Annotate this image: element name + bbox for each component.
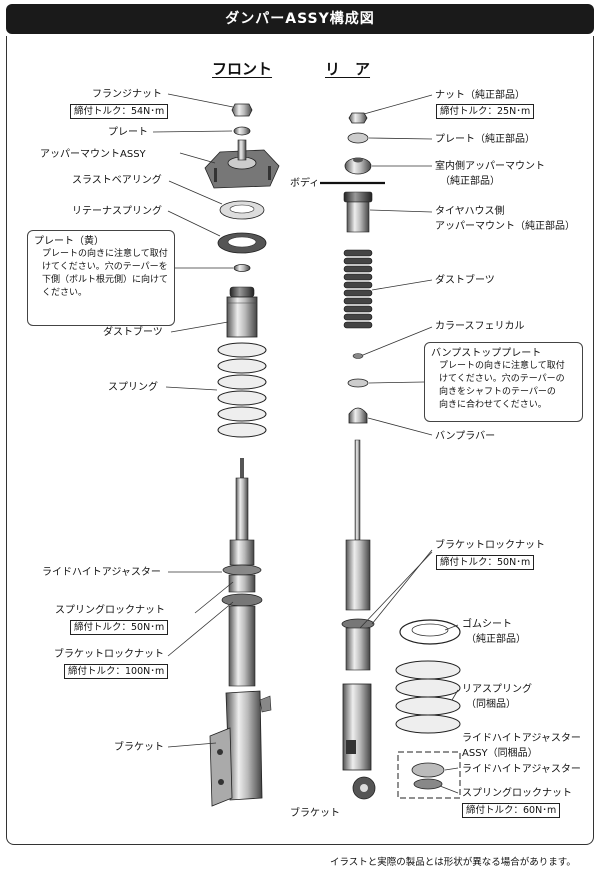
rear-dust-boot-label: ダストブーツ	[435, 275, 495, 286]
rear-bracket-lock-nut-torque: 締付トルク：50N･m	[436, 555, 535, 570]
rear-bump-plate-part	[347, 378, 369, 388]
rear-inner-mount-label-1: 室内側アッパーマウント	[435, 161, 545, 172]
rear-bracket-part	[342, 683, 376, 800]
front-thrust-bearing-part	[219, 200, 265, 220]
front-plate-yellow-part	[233, 264, 251, 272]
front-note-title: プレート（黄）	[34, 236, 104, 247]
rear-rha-assy-label-1: ライドハイトアジャスター	[462, 733, 581, 744]
diagram-frame	[6, 36, 594, 845]
rear-heading: リ ア	[325, 60, 371, 78]
rear-tirehouse-mount-label-1: タイヤハウス側	[435, 206, 505, 217]
rear-rha-assy-box	[397, 751, 461, 799]
rear-rubber-seat-part	[399, 619, 461, 645]
front-rha-label: ライドハイトアジャスター	[42, 567, 161, 578]
front-damper-body-part	[221, 458, 263, 687]
rear-spring-part	[395, 660, 461, 734]
rear-bump-plate-note: バンプストッププレート プレートの向きに注意して取付 けてください。穴のテーパー…	[424, 342, 583, 422]
rear-collar-label: カラースフェリカル	[435, 321, 525, 332]
rear-rubber-seat-label-2: （純正部品）	[466, 634, 526, 645]
front-plate-label: プレート	[108, 127, 148, 138]
rear-nut-part	[348, 112, 368, 124]
front-dust-boot-part	[226, 286, 258, 338]
rear-inner-mount-part	[344, 157, 372, 175]
front-heading: フロント	[212, 60, 273, 78]
front-spring-lock-nut-label: スプリングロックナット	[55, 605, 165, 616]
rear-inner-mount-label-2: （純正部品）	[440, 176, 500, 187]
rear-bracket-label: ブラケット	[290, 808, 340, 819]
front-plate-note: プレート（黄） プレートの向きに注意して取付 けてください。穴のテーパーを 下側…	[27, 230, 175, 326]
front-retainer-spring-label: リテーナスプリング	[72, 206, 162, 217]
leader-lines	[152, 93, 459, 794]
front-spring-label: スプリング	[108, 382, 158, 393]
rear-rha-label: ライドハイトアジャスター	[462, 764, 581, 775]
rear-spring-label-2: （同梱品）	[466, 699, 516, 710]
rear-bump-rubber-label: バンプラバー	[435, 431, 496, 442]
front-bracket-label: ブラケット	[114, 742, 164, 753]
body-label: ボディ	[290, 178, 320, 189]
rear-rubber-seat-label-1: ゴムシート	[462, 619, 512, 630]
rear-rha-part	[411, 762, 445, 790]
front-thrust-bearing-label: スラストベアリング	[72, 175, 162, 186]
front-bracket-part	[209, 690, 272, 807]
rear-spring-lock-nut-torque: 締付トルク：60N･m	[462, 803, 561, 818]
front-note-body: プレートの向きに注意して取付 けてください。穴のテーパーを 下側（ボルト根元側）…	[42, 249, 169, 298]
disclaimer-text: イラストと実際の製品とは形状が異なる場合があります。	[330, 857, 576, 868]
rear-plate-label: プレート（純正部品）	[435, 134, 535, 145]
rear-bracket-lock-nut-label: ブラケットロックナット	[435, 540, 545, 551]
rear-bump-rubber-part	[348, 407, 368, 424]
rear-collar-part	[352, 353, 364, 359]
front-bracket-lock-nut-torque: 締付トルク：100N･m	[64, 664, 169, 679]
rear-tirehouse-mount-part	[343, 191, 373, 233]
rear-damper-body-part	[341, 439, 375, 671]
front-flange-nut-torque: 締付トルク：54N･m	[70, 104, 169, 119]
front-flange-nut-label: フランジナット	[92, 89, 162, 100]
rear-nut-torque: 締付トルク：25N･m	[436, 104, 535, 119]
diagram-title: ダンパーASSY構成図	[6, 4, 594, 34]
rear-plate-part	[347, 132, 369, 144]
rear-nut-label: ナット（純正部品）	[435, 90, 525, 101]
rear-bump-plate-body: プレートの向きに注意して取付 けてください。穴のテーパーの 向きをシャフトのテー…	[439, 361, 565, 410]
rear-bump-plate-title: バンプストッププレート	[431, 348, 542, 359]
rear-dust-boot-part	[343, 249, 373, 329]
front-dust-boot-label: ダストブーツ	[103, 327, 163, 338]
front-retainer-spring-part	[217, 232, 267, 254]
front-spring-lock-nut-torque: 締付トルク：50N･m	[70, 620, 169, 635]
rear-spring-label-1: リアスプリング	[462, 684, 532, 695]
rear-tirehouse-mount-label-2: アッパーマウント（純正部品）	[435, 221, 575, 232]
front-upper-mount-part	[204, 139, 280, 189]
front-plate-part	[233, 126, 251, 136]
front-flange-nut-part	[231, 103, 253, 117]
rear-rha-assy-label-2: ASSY（同梱品）	[462, 748, 538, 759]
front-upper-mount-label: アッパーマウントASSY	[40, 149, 146, 160]
rear-spring-lock-nut-label: スプリングロックナット	[462, 788, 572, 799]
front-spring-part	[217, 342, 267, 438]
front-bracket-lock-nut-label: ブラケットロックナット	[54, 649, 164, 660]
